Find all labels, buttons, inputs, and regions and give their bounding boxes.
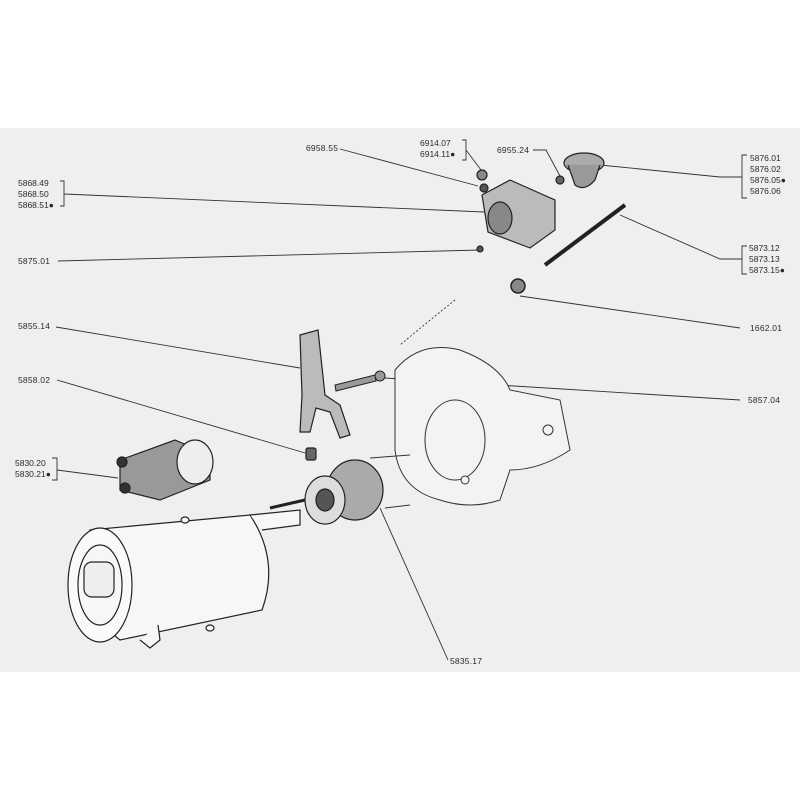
control-rod (510, 203, 627, 294)
leader-6955-24 (533, 149, 561, 177)
callout-5830-group: 5830.20 5830.21● (15, 458, 51, 480)
pivot-bolt (334, 370, 386, 392)
callout-5830-20: 5830.20 (15, 458, 46, 468)
drive-pinion (269, 459, 384, 525)
callout-5868-49: 5868.49 (18, 178, 49, 188)
callout-5868-51: 5868.51● (18, 200, 54, 210)
callout-5873-13: 5873.13 (749, 254, 780, 264)
callout-6955-24: 6955.24 (497, 145, 530, 155)
callout-5873-15: 5873.15● (749, 265, 785, 275)
callout-5876-06: 5876.06 (750, 186, 781, 196)
callout-5873-12: 5873.12 (749, 243, 780, 253)
shift-fork (299, 329, 351, 461)
leader-5875-01 (57, 249, 481, 262)
leader-5858-02 (56, 379, 313, 456)
callout-5830-21: 5830.21● (15, 469, 51, 479)
callout-5868-group: 5868.49 5868.50 5868.51● (18, 178, 54, 211)
leader-5855-14 (55, 326, 301, 369)
callout-5857-04: 5857.04 (748, 395, 781, 405)
callout-1662-01: 1662.01 (750, 323, 783, 333)
starter-motor (67, 509, 301, 649)
leader-5830 (52, 457, 119, 481)
leader-5868 (60, 180, 485, 213)
callout-5876-02: 5876.02 (750, 164, 781, 174)
callout-5876-05: 5876.05● (750, 175, 786, 185)
leader-1662-01 (519, 295, 741, 329)
cover-assembly (476, 169, 565, 253)
leader-5876 (599, 154, 747, 199)
leader-5873 (619, 214, 747, 275)
callout-5868-50: 5868.50 (18, 189, 49, 199)
leader-6914 (462, 139, 482, 171)
solenoid (116, 439, 214, 501)
leader-5835-17 (379, 507, 449, 661)
leader-6958-55 (339, 148, 479, 187)
callout-6958-55: 6958.55 (306, 143, 339, 153)
callout-5876-group: 5876.01 5876.02 5876.05● 5876.06 (750, 153, 786, 197)
callout-5855-14: 5855.14 (18, 321, 51, 331)
callout-5876-01: 5876.01 (750, 153, 781, 163)
callout-6914-11: 6914.11● (420, 149, 456, 159)
rubber-boot (563, 152, 605, 189)
drive-end-housing (369, 347, 571, 509)
callout-5875-01: 5875.01 (18, 256, 51, 266)
callout-5873-group: 5873.12 5873.13 5873.15● (749, 243, 785, 276)
callout-6914-07: 6914.07 (420, 138, 451, 148)
callout-6914-group: 6914.07 6914.11● (420, 138, 455, 160)
callout-5835-17: 5835.17 (450, 656, 483, 666)
callout-5858-02: 5858.02 (18, 375, 51, 385)
